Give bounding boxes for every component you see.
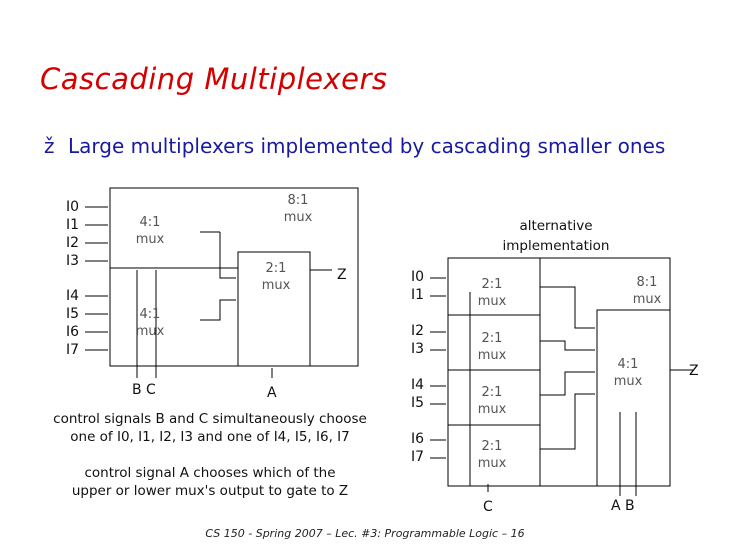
right-final-4to1-box	[596, 309, 671, 487]
right-4to1-mux-label: 4:1 mux	[613, 357, 643, 389]
bullet-icon: ž	[44, 134, 55, 158]
left-output-z: Z	[337, 267, 347, 283]
right-2to1-mux-label: 2:1 mux	[477, 331, 507, 363]
right-pair-label-1: I2 I3	[411, 323, 425, 357]
slide-footer: CS 150 - Spring 2007 – Lec. #3: Programm…	[205, 527, 525, 540]
note-bc: control signals B and C simultaneously c…	[53, 411, 367, 445]
right-pair-label-3: I6 I7	[411, 431, 425, 465]
upper-4to1-mux-label: 4:1 mux	[135, 215, 165, 247]
input-label: I2	[66, 235, 80, 251]
lower-to-final-wire	[200, 299, 236, 321]
left-lower-input-arrows	[85, 295, 108, 351]
input-label: I5	[66, 306, 80, 322]
input-label: I4	[66, 288, 80, 304]
right-input-arrows	[430, 277, 446, 459]
right-2to1-mux-label: 2:1 mux	[477, 277, 507, 309]
note-a: control signal A chooses which of the up…	[71, 465, 349, 499]
slide-title: Cascading Multiplexers	[40, 62, 388, 96]
right-2to1-mux-label: 2:1 mux	[477, 385, 507, 417]
left-select-bc-label: B C	[132, 382, 156, 398]
left-upper-input-arrows	[85, 206, 108, 262]
input-label: I1	[66, 217, 80, 233]
right-8to1-mux-label: 8:1 mux	[632, 275, 662, 307]
left-final-2to1-box	[237, 251, 311, 367]
right-select-ab-label: A B	[611, 498, 635, 514]
left-select-lines	[136, 270, 273, 378]
left-upper-input-labels: I0 I1 I2 I3	[66, 198, 79, 270]
input-label: I3	[66, 253, 80, 269]
right-output-z: Z	[689, 363, 699, 379]
right-2to1-dividers	[448, 258, 541, 486]
lower-4to1-mux-label: 4:1 mux	[135, 307, 165, 339]
right-select-c-label: C	[483, 499, 493, 515]
left-lower-input-labels: I4 I5 I6 I7	[66, 287, 79, 359]
left-select-a-label: A	[267, 385, 277, 401]
left-outer-8to1-box	[109, 187, 359, 367]
right-select-lines	[469, 292, 637, 496]
right-2to1-mux-label: 2:1 mux	[477, 439, 507, 471]
alternative-caption: alternative implementation	[502, 218, 610, 254]
upper-to-final-wire	[219, 232, 236, 279]
right-pair-label-2: I4 I5	[411, 377, 425, 411]
input-label: I7	[66, 342, 80, 358]
input-label: I0	[66, 199, 80, 215]
left-2to1-mux-label: 2:1 mux	[261, 261, 291, 293]
input-label: I6	[66, 324, 80, 340]
bullet-text: Large multiplexers implemented by cascad…	[68, 134, 666, 158]
left-8to1-mux-label: 8:1 mux	[283, 193, 313, 225]
bullet-item: ž Large multiplexers implemented by casca…	[44, 134, 665, 158]
right-2to1-output-wires	[540, 286, 595, 450]
right-pair-label-0: I0 I1	[411, 269, 425, 303]
